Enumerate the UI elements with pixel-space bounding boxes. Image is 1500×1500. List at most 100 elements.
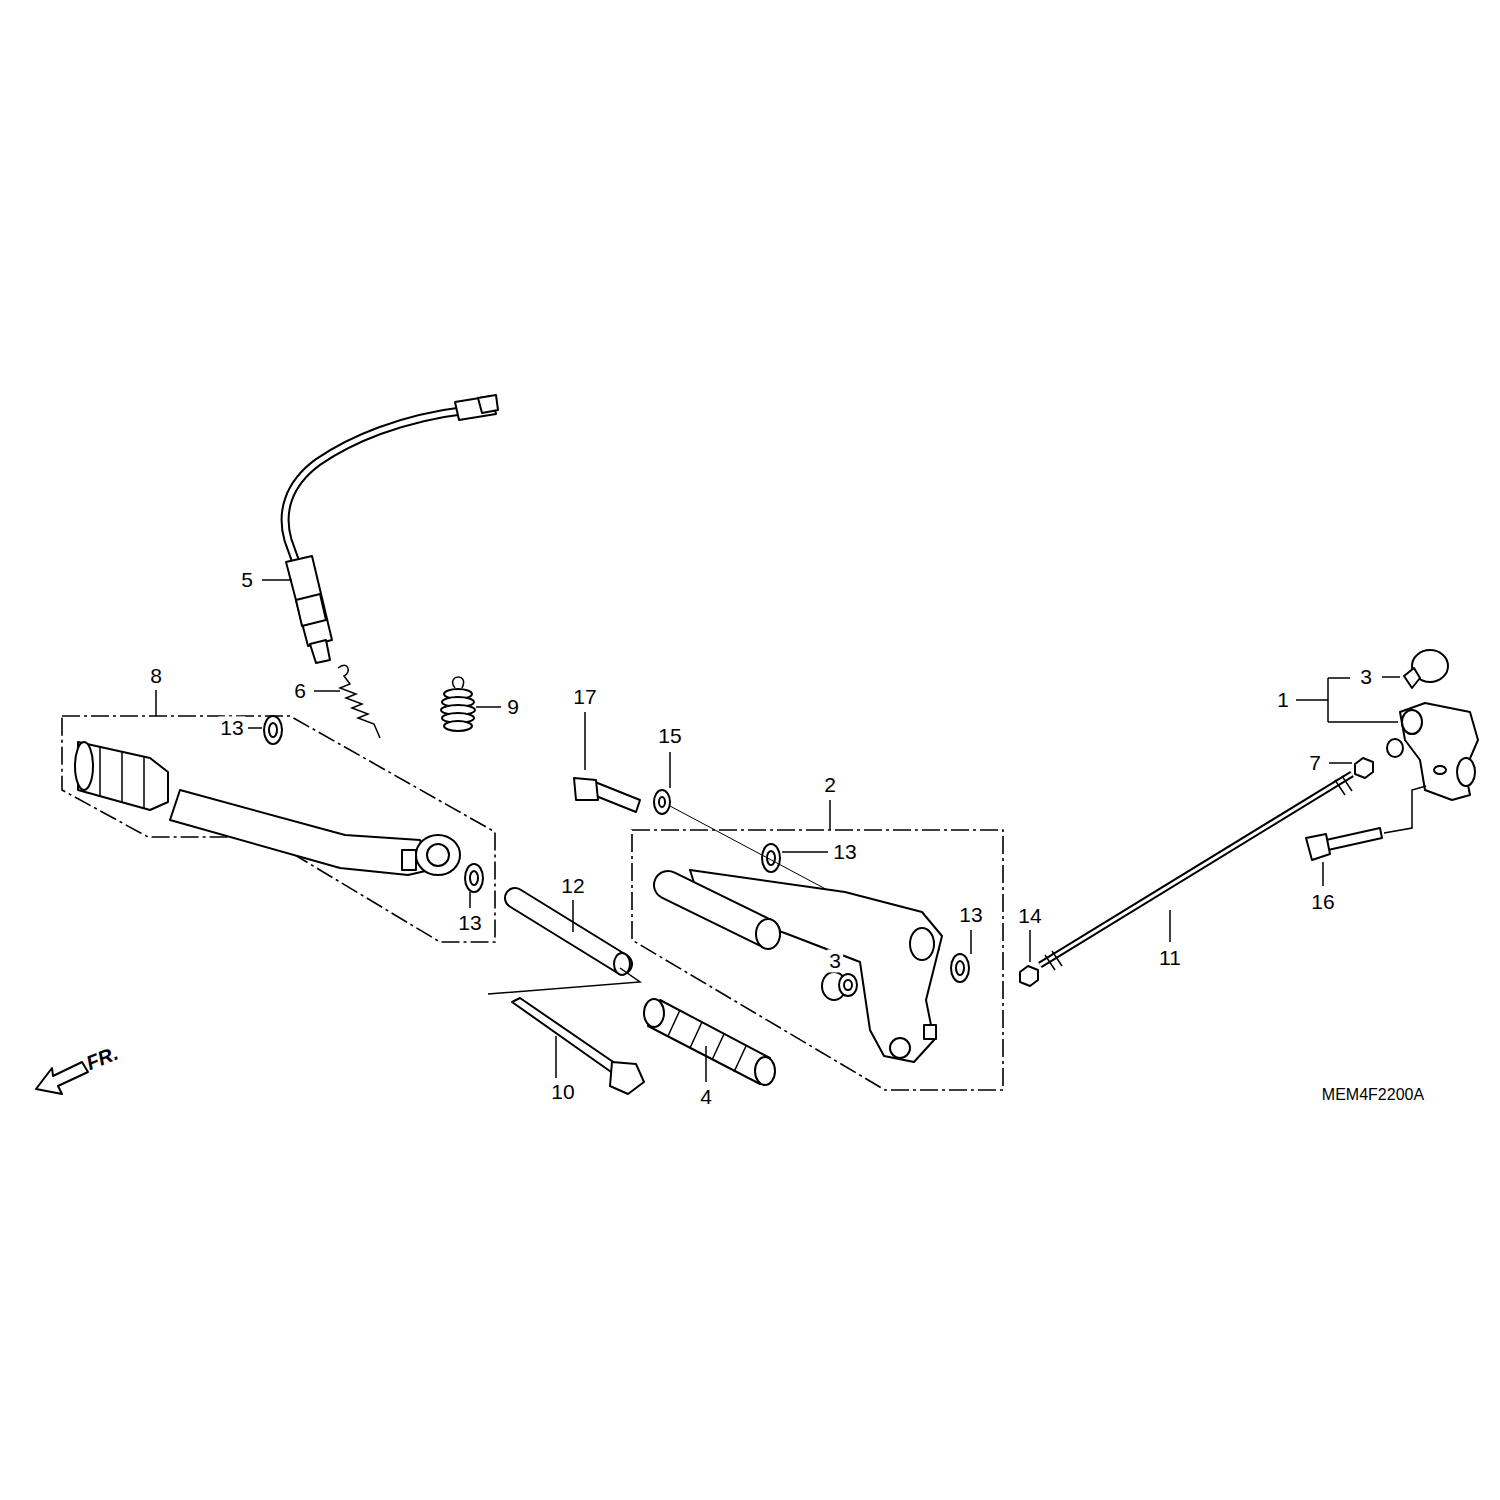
gearshift-lever bbox=[416, 835, 460, 875]
bolt bbox=[1326, 828, 1382, 850]
gearshift-lever bbox=[100, 746, 144, 808]
rod-end-joint bbox=[1400, 703, 1478, 800]
callout-number: 7 bbox=[1307, 751, 1323, 774]
washer bbox=[470, 871, 478, 885]
rod-end-joint bbox=[1402, 710, 1422, 734]
leader-line bbox=[782, 851, 828, 853]
washer bbox=[465, 864, 483, 892]
link-joint bbox=[839, 974, 857, 996]
callout-number: 15 bbox=[656, 724, 683, 747]
bolt bbox=[659, 797, 665, 807]
link-joint bbox=[822, 972, 857, 1000]
leader-line bbox=[1169, 910, 1171, 942]
shift-pedal bbox=[890, 1038, 910, 1058]
leader-line bbox=[705, 1046, 707, 1082]
shift-rod bbox=[1020, 966, 1038, 986]
switch-sensor bbox=[285, 410, 468, 568]
callout-number: 9 bbox=[505, 695, 521, 718]
leader-line bbox=[970, 930, 972, 954]
bolt bbox=[1306, 786, 1426, 860]
bolt bbox=[1384, 786, 1426, 833]
switch-sensor bbox=[286, 556, 332, 646]
leader-line bbox=[669, 752, 671, 788]
callout-number: 2 bbox=[822, 773, 838, 796]
bolt bbox=[610, 1062, 644, 1094]
callout-number: 6 bbox=[292, 679, 308, 702]
link-joint bbox=[844, 980, 852, 990]
shift-pedal bbox=[668, 870, 942, 1062]
rod-end-joint bbox=[1434, 766, 1446, 774]
washer bbox=[269, 723, 277, 737]
leader-line bbox=[314, 690, 340, 692]
front-arrow bbox=[36, 1062, 88, 1094]
callout-number: 3 bbox=[1358, 665, 1374, 688]
shift-rod bbox=[1040, 774, 1352, 965]
callout-number: 13 bbox=[831, 840, 858, 863]
leader-line bbox=[1296, 678, 1398, 722]
switch-sensor bbox=[285, 395, 498, 663]
leader-line bbox=[584, 712, 586, 770]
leader-line bbox=[555, 1036, 557, 1078]
footpeg-rubber bbox=[668, 1010, 746, 1072]
washer bbox=[956, 961, 964, 975]
bolt bbox=[654, 790, 670, 814]
spring bbox=[338, 665, 380, 738]
callout-number: 13 bbox=[456, 911, 483, 934]
group-outline bbox=[632, 830, 1003, 1090]
rod-end-joint bbox=[1457, 758, 1475, 786]
rod-end-joint bbox=[1387, 650, 1478, 800]
shift-pedal bbox=[924, 1025, 936, 1039]
footpeg-rubber bbox=[644, 999, 664, 1027]
spring bbox=[444, 721, 472, 731]
shift-rod bbox=[1040, 774, 1352, 965]
leader-line bbox=[156, 580, 1400, 1082]
gearshift-lever bbox=[170, 790, 430, 875]
callout-number: 11 bbox=[1157, 946, 1183, 969]
switch-sensor bbox=[296, 594, 326, 626]
rod-end-joint bbox=[1387, 739, 1403, 757]
pivot-pin bbox=[515, 898, 622, 964]
leader-line bbox=[155, 690, 157, 716]
callout-number: 16 bbox=[1309, 890, 1336, 913]
washer bbox=[762, 844, 780, 872]
bolt bbox=[574, 778, 598, 800]
leader-line bbox=[476, 706, 501, 708]
spring bbox=[441, 677, 475, 731]
gearshift-lever bbox=[402, 850, 416, 870]
switch-sensor bbox=[478, 395, 498, 413]
gearshift-lever bbox=[75, 742, 460, 875]
pivot-pin bbox=[488, 898, 640, 994]
shift-rod bbox=[1045, 776, 1352, 970]
leader-line bbox=[1329, 762, 1352, 764]
group-outline bbox=[62, 716, 495, 942]
direction-label: FR. bbox=[81, 1041, 123, 1075]
leader-line bbox=[1382, 676, 1400, 678]
shift-pedal bbox=[668, 885, 766, 933]
group-outline bbox=[62, 716, 1003, 1090]
gearshift-lever bbox=[75, 742, 93, 790]
callout-number: 1 bbox=[1275, 688, 1291, 711]
shift-pedal bbox=[756, 919, 780, 949]
footpeg-rubber bbox=[648, 1000, 770, 1084]
callout-number: 13 bbox=[957, 903, 984, 926]
callout-number: 13 bbox=[218, 716, 245, 739]
callout-number: 3 bbox=[827, 949, 843, 972]
callout-number: 12 bbox=[559, 874, 586, 897]
leader-line bbox=[572, 900, 574, 932]
callout-number: 8 bbox=[148, 664, 164, 687]
leader-line bbox=[829, 800, 831, 830]
pivot-pin bbox=[614, 953, 630, 975]
callout-number: 4 bbox=[698, 1085, 714, 1108]
bolt bbox=[512, 998, 644, 1094]
rod-end-joint bbox=[1404, 668, 1420, 688]
footpeg-rubber bbox=[755, 1057, 775, 1085]
washer bbox=[264, 716, 282, 744]
leader-line bbox=[1029, 930, 1031, 962]
leader-line bbox=[248, 727, 262, 729]
bolt bbox=[1306, 834, 1330, 860]
washer bbox=[951, 954, 969, 982]
shift-rod bbox=[1355, 758, 1373, 778]
switch-sensor bbox=[310, 640, 330, 663]
callout-number: 5 bbox=[239, 568, 255, 591]
callout-number: 14 bbox=[1016, 904, 1043, 927]
